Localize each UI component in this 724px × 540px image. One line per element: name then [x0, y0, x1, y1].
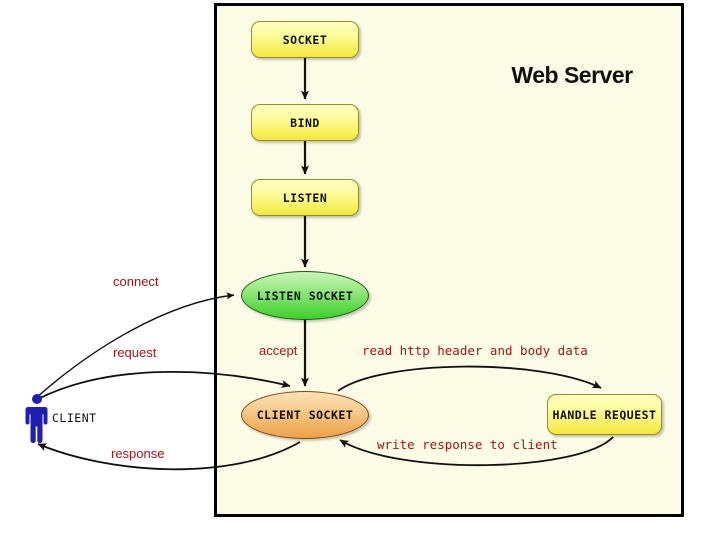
edge-request: [35, 370, 291, 401]
person-icon: [25, 394, 48, 443]
edge-connect: [35, 292, 235, 399]
page-title: Web Server: [511, 62, 633, 88]
edge-label-connect: connect: [113, 274, 159, 289]
edge-response: [37, 441, 301, 471]
edge-label-response: response: [111, 446, 165, 461]
edge-label-request: request: [113, 345, 157, 360]
node-client-socket[interactable]: CLIENT SOCKET: [241, 391, 369, 439]
node-listen-socket[interactable]: LISTEN SOCKET: [241, 271, 369, 320]
node-handle-request[interactable]: HANDLE REQUEST: [547, 394, 662, 435]
edge-label-write-response: write response to client: [377, 437, 558, 452]
client-label: CLIENT: [52, 411, 97, 425]
node-socket[interactable]: SOCKET: [251, 21, 359, 58]
edge-write-response: [339, 436, 614, 467]
node-bind[interactable]: BIND: [251, 104, 359, 141]
node-listen[interactable]: LISTEN: [251, 179, 359, 216]
edge-label-read-http: read http header and body data: [362, 343, 588, 358]
edge-read-request: [337, 365, 602, 392]
edge-label-accept: accept: [259, 343, 298, 358]
